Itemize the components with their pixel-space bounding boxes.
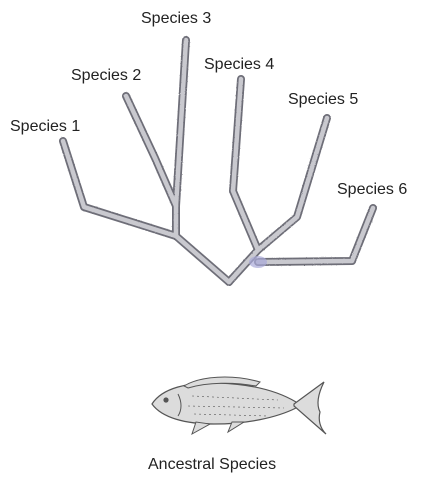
branch-species-4 <box>229 79 258 282</box>
species-2-label: Species 2 <box>71 68 141 84</box>
branch-species-5 <box>258 118 327 250</box>
species-6-label: Species 6 <box>337 182 407 198</box>
branch-species-5-outline <box>258 118 327 250</box>
species-3-label: Species 3 <box>141 11 211 27</box>
branch-species-2 <box>126 96 176 236</box>
species-5-label: Species 5 <box>288 92 358 108</box>
ancestral-species-label: Ancestral Species <box>148 457 276 473</box>
species-4-label: Species 4 <box>204 57 274 73</box>
species-1-label: Species 1 <box>10 119 80 135</box>
fish-icon <box>152 377 326 434</box>
branch-node <box>249 256 267 268</box>
